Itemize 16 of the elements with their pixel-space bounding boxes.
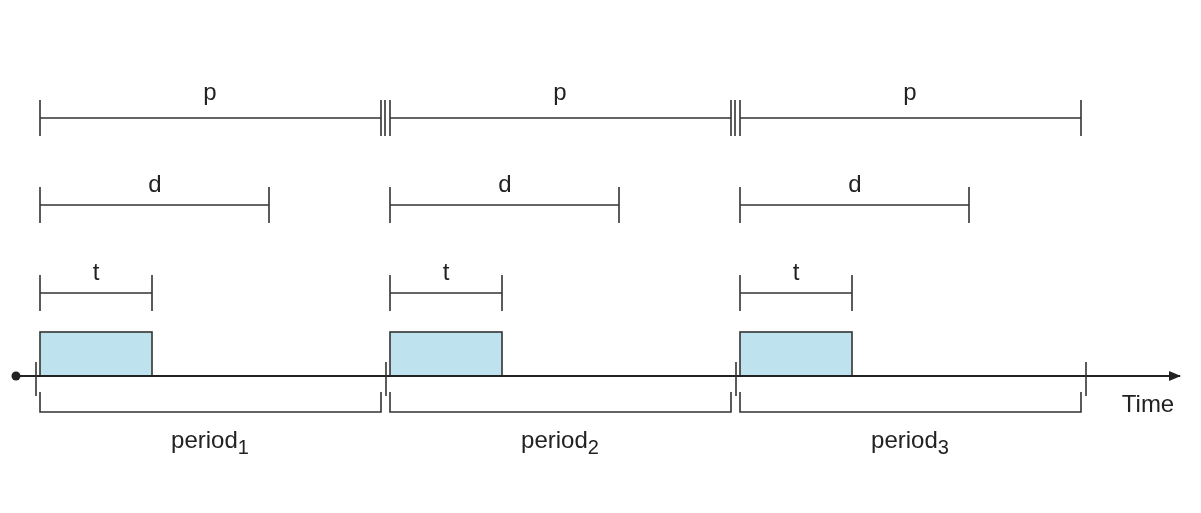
execution-block: [389, 331, 503, 377]
time-label: t: [92, 260, 100, 284]
deadline-label: d: [498, 172, 512, 196]
period-label: p: [203, 80, 217, 104]
period-label: p: [903, 80, 917, 104]
time-label: t: [442, 260, 450, 284]
execution-block: [39, 331, 153, 377]
deadline-label: d: [148, 172, 162, 196]
period-label: p: [553, 80, 567, 104]
period-name: period$_{1}$: [171, 428, 249, 457]
time-label: t: [792, 260, 800, 284]
execution-block: [739, 331, 853, 377]
deadline-label: d: [848, 172, 862, 196]
period-name: period$_{3}$: [871, 428, 949, 457]
axis-label: Time: [1121, 392, 1175, 416]
period-name: period$_{2}$: [521, 428, 599, 457]
